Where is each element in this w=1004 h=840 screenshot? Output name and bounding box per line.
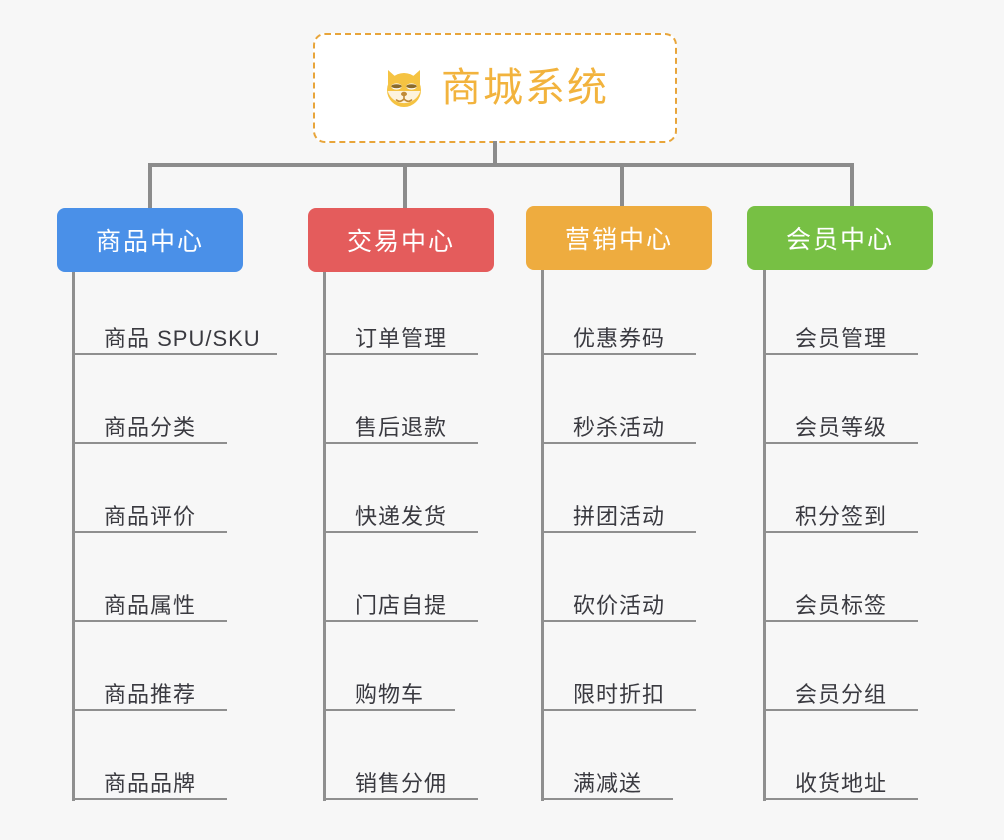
category-header-marketing-center[interactable]: 营销中心	[526, 206, 712, 270]
connector-drop-product-center	[148, 163, 152, 209]
leaf-item-label: 商品推荐	[104, 681, 197, 707]
leaf-item-label: 商品 SPU/SKU	[104, 325, 261, 351]
leaf-item-label: 商品品牌	[104, 770, 197, 796]
leaf-item-label: 砍价活动	[573, 592, 666, 618]
leaf-item-label: 购物车	[355, 681, 425, 707]
leaf-item-label: 销售分佣	[355, 770, 448, 796]
leaf-item[interactable]: 限时折扣	[541, 659, 696, 711]
leaf-item-label: 商品属性	[104, 592, 197, 618]
root-node[interactable]: 商城系统	[313, 33, 677, 143]
connector-drop-trade-center	[403, 163, 407, 209]
leaf-item[interactable]: 拼团活动	[541, 481, 696, 533]
leaf-item[interactable]: 售后退款	[323, 392, 478, 444]
leaf-item[interactable]: 优惠券码	[541, 303, 696, 355]
leaf-item-label: 门店自提	[355, 592, 448, 618]
leaf-item-label: 商品评价	[104, 503, 197, 529]
leaf-item-label: 订单管理	[355, 325, 448, 351]
category-header-label: 会员中心	[785, 226, 894, 254]
leaf-item[interactable]: 会员分组	[763, 659, 918, 711]
root-title: 商城系统	[441, 66, 609, 110]
spine-product-center	[72, 272, 75, 801]
category-header-trade-center[interactable]: 交易中心	[308, 208, 494, 272]
category-header-label: 营销中心	[564, 226, 673, 254]
spine-trade-center	[323, 272, 326, 801]
leaf-item-label: 会员管理	[795, 325, 888, 351]
connector-drop-member-center	[850, 163, 854, 209]
leaf-item[interactable]: 会员标签	[763, 570, 918, 622]
leaf-item[interactable]: 商品品牌	[72, 748, 227, 800]
shiba-dog-face-icon	[381, 65, 427, 111]
spine-member-center	[763, 270, 766, 801]
leaf-item[interactable]: 砍价活动	[541, 570, 696, 622]
leaf-item-label: 收货地址	[795, 770, 888, 796]
leaf-item-label: 会员分组	[795, 681, 888, 707]
leaf-item[interactable]: 订单管理	[323, 303, 478, 355]
leaf-item[interactable]: 收货地址	[763, 748, 918, 800]
leaf-item[interactable]: 商品推荐	[72, 659, 227, 711]
leaf-item[interactable]: 门店自提	[323, 570, 478, 622]
leaf-item[interactable]: 秒杀活动	[541, 392, 696, 444]
leaf-item-label: 优惠券码	[573, 325, 666, 351]
connector-distribution-bar	[148, 163, 854, 167]
leaf-item-label: 快递发货	[355, 503, 448, 529]
leaf-item[interactable]: 快递发货	[323, 481, 478, 533]
leaf-item[interactable]: 会员管理	[763, 303, 918, 355]
leaf-item-label: 满减送	[573, 770, 643, 796]
category-header-member-center[interactable]: 会员中心	[747, 206, 933, 270]
leaf-item-label: 限时折扣	[573, 681, 666, 707]
connector-root-stem	[493, 141, 497, 167]
leaf-item[interactable]: 商品属性	[72, 570, 227, 622]
connector-drop-marketing-center	[620, 163, 624, 209]
leaf-item-label: 会员等级	[795, 414, 888, 440]
leaf-item-label: 秒杀活动	[573, 414, 666, 440]
leaf-item[interactable]: 满减送	[541, 748, 673, 800]
category-header-product-center[interactable]: 商品中心	[57, 208, 243, 272]
category-header-label: 商品中心	[95, 228, 204, 256]
leaf-item-label: 积分签到	[795, 503, 888, 529]
leaf-item-label: 拼团活动	[573, 503, 666, 529]
leaf-item[interactable]: 商品 SPU/SKU	[72, 303, 277, 355]
leaf-item-label: 商品分类	[104, 414, 197, 440]
leaf-item[interactable]: 积分签到	[763, 481, 918, 533]
leaf-item-label: 售后退款	[355, 414, 448, 440]
leaf-item[interactable]: 购物车	[323, 659, 455, 711]
leaf-item[interactable]: 销售分佣	[323, 748, 478, 800]
leaf-item[interactable]: 会员等级	[763, 392, 918, 444]
category-header-label: 交易中心	[346, 228, 455, 256]
leaf-item[interactable]: 商品分类	[72, 392, 227, 444]
spine-marketing-center	[541, 270, 544, 801]
leaf-item[interactable]: 商品评价	[72, 481, 227, 533]
leaf-item-label: 会员标签	[795, 592, 888, 618]
